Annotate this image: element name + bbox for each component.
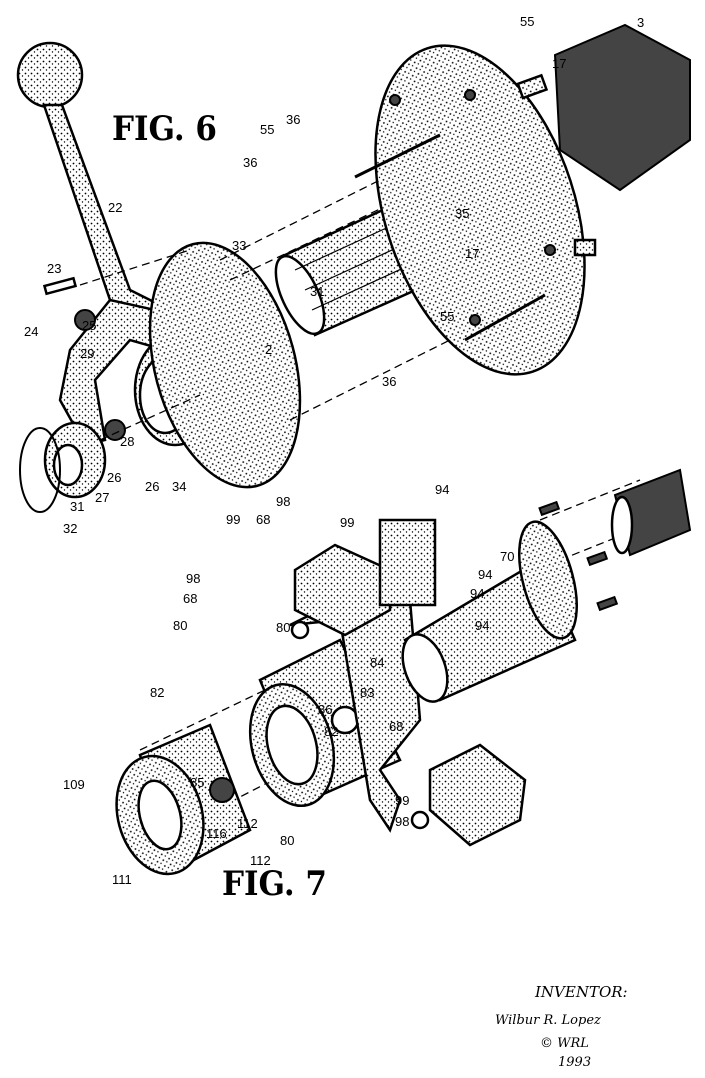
ref-label: 80 [280,833,294,848]
ref-label: 83 [360,685,374,700]
ref-label: 34 [172,479,186,494]
motor-gear [516,23,691,257]
ref-label: 25 [82,318,96,333]
ref-label: 36 [382,374,396,389]
ref-label: 55 [520,14,534,29]
ref-label: 116 [206,826,227,841]
inventor-signature: Wilbur R. Lopez [495,1013,601,1028]
ref-label: 85 [190,775,204,790]
flange-plate [148,241,302,489]
mounting-flange [354,44,586,376]
ref-label: 98 [395,814,409,829]
ref-label: 98 [276,494,290,509]
ref-label: 36 [286,112,300,127]
end-sleeve [115,723,252,876]
ref-label: 28 [120,434,134,449]
ref-label: 68 [183,591,197,606]
screws [538,500,619,612]
fig6-drawing [16,23,691,513]
fig7-drawing [115,468,692,876]
ref-label: 35 [455,206,469,221]
ref-label: 112 [250,853,271,868]
ref-label: 109 [63,777,85,792]
ref-label: 2 [265,342,272,357]
ref-label: 82 [150,685,164,700]
fig7-labels: 98 99 68 99 94 70 94 94 98 68 94 80 80 8… [63,482,514,904]
copyright-mark: © WRL [540,1036,589,1051]
ref-label: 80 [276,620,290,635]
ref-label: 31 [70,499,84,514]
ref-label: 3 [637,15,644,30]
fig6-title: FIG. 6 [112,109,217,149]
ref-label: 29 [80,346,94,361]
fig7-title: FIG. 7 [222,864,327,904]
lever-handle [16,41,173,332]
ref-label: 70 [500,549,514,564]
ref-label: 33 [232,238,246,253]
snap-ring [19,427,61,513]
ref-label: 32 [63,521,77,536]
ref-label: 22 [108,200,122,215]
ref-label: 94 [470,586,484,601]
ref-label: 26 [107,470,121,485]
ref-label: 68 [389,719,403,734]
ref-label: 80 [173,618,187,633]
ref-label: 99 [395,793,409,808]
ref-label: 36 [243,155,257,170]
ref-label: 23 [47,261,61,276]
ref-label: 55 [260,122,274,137]
inventor-block: INVENTOR: Wilbur R. Lopez © WRL 1993 [495,983,628,1070]
actuator-blocks [293,518,527,847]
splined-hub [401,520,578,703]
ref-label: 99 [340,515,354,530]
ref-label: 99 [226,512,240,527]
ref-label: 24 [24,324,38,339]
inventor-heading: INVENTOR: [534,983,628,1001]
fig6-labels: FIG. 6 55 3 17 55 36 36 22 35 33 17 23 3… [24,14,644,536]
ref-label: 31 [310,284,324,299]
ref-label: 84 [370,655,384,670]
ref-label: 94 [478,567,492,582]
ref-label: 94 [475,618,489,633]
ref-label: 82 [324,724,338,739]
ref-label: 68 [256,512,270,527]
ref-label: 27 [95,490,109,505]
ref-label: 86 [318,702,332,717]
ref-label: 17 [465,246,479,261]
copyright-year: 1993 [558,1055,591,1070]
ref-label: 94 [435,482,449,497]
ref-label: 98 [186,571,200,586]
ref-label: 111 [112,872,132,887]
ref-label: 112 [237,816,258,831]
ref-label: 26 [145,479,159,494]
ref-label: 17 [552,56,566,71]
ref-label: 55 [440,309,454,324]
input-shaft-end [610,468,692,557]
